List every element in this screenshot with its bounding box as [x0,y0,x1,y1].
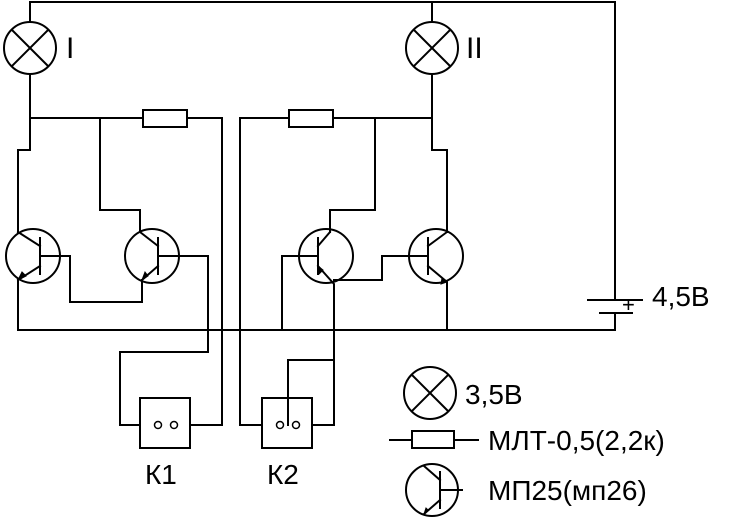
battery-plus: + [622,292,635,317]
battery-voltage: 4,5В [652,281,710,312]
contact-k2: К2 [239,359,335,490]
legend: 3,5В МЛТ-0,5(2,2к) МП25(мп26) [389,366,665,517]
legend-lamp: 3,5В [403,366,523,420]
legend-resistor: МЛТ-0,5(2,2к) [389,425,665,456]
lamp-1: I [3,1,74,75]
transistor-right-a [281,228,354,426]
contact-k2-label: К2 [267,459,299,490]
legend-transistor: МП25(мп26) [405,463,647,517]
wire-bottom-rail [17,314,616,331]
resistor-right [288,109,334,128]
wire-right-collectors [329,117,448,233]
battery: 4,5В + [587,281,710,317]
lamp-icon [403,366,457,420]
legend-transistor-label: МП25(мп26) [488,475,647,506]
lamp-2-label: II [466,32,483,65]
contact-k1: К1 [139,397,223,490]
transistor-left-a [5,228,66,284]
wire-right-vertical [239,73,433,426]
wire-left-emitter-link [17,255,143,331]
lamp-2: II [405,1,483,75]
lamp-1-label: I [66,32,74,65]
contact-k1-box [139,397,191,449]
wire-left-collectors [17,117,141,233]
contact-k2-box [261,397,313,449]
resistor-left [142,109,188,128]
transistor-right-b [333,228,464,331]
legend-resistor-label: МЛТ-0,5(2,2к) [488,425,665,456]
wire-left-vertical [29,73,223,426]
resistor-icon [411,430,455,449]
transistor-left-b [119,228,209,426]
wire-top-rail [29,1,616,301]
legend-lamp-label: 3,5В [465,379,523,410]
contact-k1-label: К1 [145,459,177,490]
